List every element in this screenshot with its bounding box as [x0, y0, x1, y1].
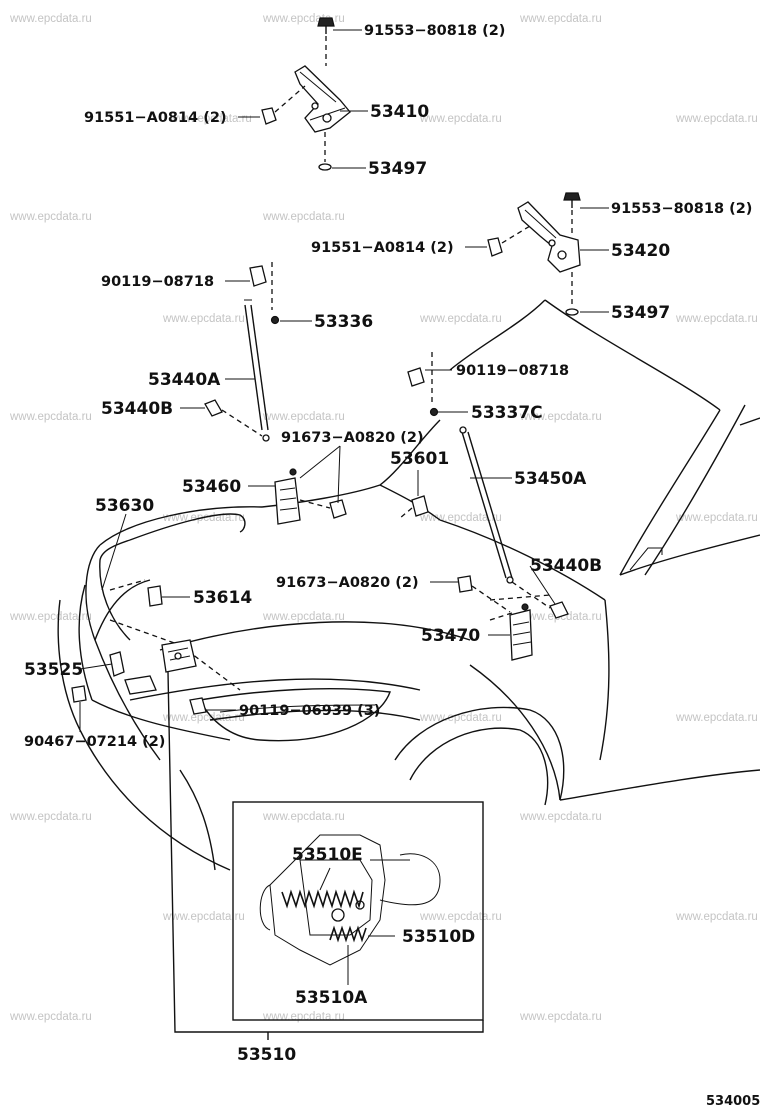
part-label-91673-a0820[interactable]: 91673−A0820 (2) [276, 575, 419, 591]
part-label-53337c[interactable]: 53337C [471, 403, 543, 423]
part-label-53410[interactable]: 53410 [370, 102, 429, 122]
hood-lock-assembly[interactable] [71, 513, 246, 715]
watermark: www.epcdata.ru [519, 411, 602, 423]
part-label-53614[interactable]: 53614 [193, 588, 252, 608]
nut-icon [457, 575, 473, 593]
cable-clamp-icon [147, 585, 163, 607]
watermark: www.epcdata.ru [262, 411, 345, 423]
part-label-91551-a0814[interactable]: 91551−A0814 (2) [311, 240, 454, 256]
watermark: www.epcdata.ru [675, 712, 758, 724]
watermark: www.epcdata.ru [519, 1011, 602, 1023]
part-label-53497[interactable]: 53497 [611, 303, 670, 323]
part-label-53470[interactable]: 53470 [421, 626, 480, 646]
part-label-53440b[interactable]: 53440B [101, 399, 173, 419]
hinge-plate [294, 65, 351, 133]
part-label-53440a[interactable]: 53440A [148, 370, 221, 390]
bolt-icon [407, 367, 425, 387]
part-label-90119-06939[interactable]: 90119−06939 (3) [239, 703, 380, 719]
bolt-icon [317, 17, 335, 27]
nut-icon [71, 685, 87, 703]
grommet-icon [549, 601, 569, 619]
part-label-91673-a0820[interactable]: 91673−A0820 (2) [281, 430, 424, 446]
part-label-91553-80818[interactable]: 91553−80818 (2) [611, 201, 752, 217]
part-label-53460[interactable]: 53460 [182, 477, 241, 497]
clip-icon [270, 315, 280, 325]
watermark: www.epcdata.ru [262, 211, 345, 223]
part-label-53497[interactable]: 53497 [368, 159, 427, 179]
watermark: www.epcdata.ru [9, 811, 92, 823]
part-label-53630[interactable]: 53630 [95, 496, 154, 516]
watermark: www.epcdata.ru [419, 712, 502, 724]
part-label-53525[interactable]: 53525 [24, 660, 83, 680]
watermark: www.epcdata.ru [419, 911, 502, 923]
hood-support-rod-right[interactable] [407, 352, 569, 619]
watermark: www.epcdata.ru [162, 911, 245, 923]
part-label-90119-08718[interactable]: 90119−08718 [456, 363, 569, 379]
part-label-53440b[interactable]: 53440B [530, 556, 602, 576]
watermark: www.epcdata.ru [162, 313, 245, 325]
part-label-90467-07214[interactable]: 90467−07214 (2) [24, 734, 165, 750]
watermark: www.epcdata.ru [9, 611, 92, 623]
spring-53510D [329, 925, 367, 943]
watermark: www.epcdata.ru [675, 911, 758, 923]
washer-icon [565, 308, 579, 316]
watermark: www.epcdata.ru [675, 512, 758, 524]
watermark: www.epcdata.ru [262, 1011, 345, 1023]
hood-hinge-right[interactable] [487, 192, 581, 316]
part-label-53510a[interactable]: 53510A [295, 988, 368, 1008]
part-label-53420[interactable]: 53420 [611, 241, 670, 261]
grommet-icon [204, 399, 223, 417]
washer-icon [318, 163, 332, 171]
watermark: www.epcdata.ru [9, 411, 92, 423]
hood-support-holder-53470[interactable] [457, 575, 533, 661]
bolt-icon [189, 697, 207, 715]
part-label-53510d[interactable]: 53510D [402, 927, 475, 947]
bolt-icon [487, 237, 503, 257]
watermark: www.epcdata.ru [9, 211, 92, 223]
part-label-90119-08718[interactable]: 90119−08718 [101, 274, 214, 290]
hood-support-rod-left[interactable] [204, 262, 280, 442]
watermark: www.epcdata.ru [169, 113, 252, 125]
watermark: www.epcdata.ru [519, 13, 602, 25]
bolt-icon [261, 107, 277, 125]
watermark: www.epcdata.ru [419, 313, 502, 325]
part-label-53336[interactable]: 53336 [314, 312, 373, 332]
watermark: www.epcdata.ru [519, 811, 602, 823]
watermark: www.epcdata.ru [262, 611, 345, 623]
part-label-53450a[interactable]: 53450A [514, 469, 587, 489]
diagram-id: 534005 [706, 1094, 760, 1109]
part-label-53510[interactable]: 53510 [237, 1045, 296, 1065]
watermark: www.epcdata.ru [419, 113, 502, 125]
part-labels: 91553−80818 (2) 91551−A0814 (2) 53410 53… [24, 23, 760, 1109]
hood-stop-53601[interactable] [399, 495, 429, 519]
leader-lines [79, 29, 609, 732]
watermark: www.epcdata.ru [262, 811, 345, 823]
hood-hinge-left[interactable] [261, 17, 351, 171]
watermark-layer: www.epcdata.ru www.epcdata.ru www.epcdat… [9, 13, 758, 1023]
part-label-91553-80818[interactable]: 91553−80818 (2) [364, 23, 505, 39]
bolt-icon [249, 265, 267, 287]
clip-icon [429, 407, 439, 417]
part-label-53601[interactable]: 53601 [390, 449, 449, 469]
watermark: www.epcdata.ru [419, 512, 502, 524]
watermark: www.epcdata.ru [162, 712, 245, 724]
lock-detail-inset [167, 671, 484, 1040]
spring-53510E [281, 889, 364, 909]
watermark: www.epcdata.ru [675, 113, 758, 125]
part-label-91551-a0814[interactable]: 91551−A0814 (2) [84, 110, 227, 126]
part-label-53510e[interactable]: 53510E [292, 845, 363, 865]
bolt-icon [563, 192, 581, 201]
watermark: www.epcdata.ru [9, 1011, 92, 1023]
watermark: www.epcdata.ru [9, 13, 92, 25]
watermark: www.epcdata.ru [675, 313, 758, 325]
